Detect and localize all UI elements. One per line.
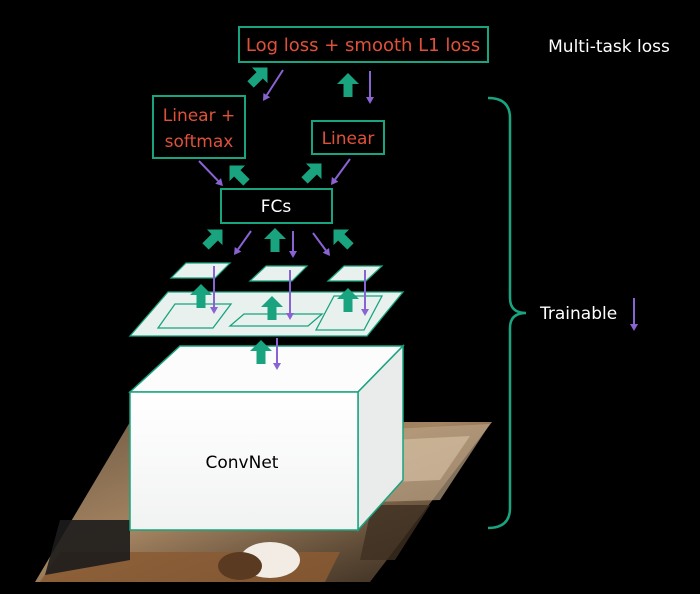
down-arrow-icon [234,230,252,255]
linear-label: Linear [322,129,375,149]
down-arrow-icon [273,338,281,370]
trainable-label: Trainable [539,304,617,324]
down-arrow-icon [361,270,369,316]
up-arrow-icon [190,284,212,308]
roi-box-middle [228,313,324,327]
linear-softmax-label-line1: Linear + [163,106,235,126]
up-arrow-icon [261,296,283,320]
up-arrow-icon [202,229,223,250]
loss-box: Log loss + smooth L1 loss [238,26,489,63]
roi-box-right [314,295,384,331]
convnet-label: ConvNet [206,453,279,473]
linear-softmax-box: Linear + softmax [152,95,246,159]
roi-box-left [156,303,233,329]
down-arrow-icon [210,266,218,314]
up-arrow-icon [229,165,250,186]
roi-pool-middle [248,265,309,282]
arrows-layer [190,67,638,370]
down-arrow-icon [331,158,351,185]
roi-pool-right [326,265,384,282]
fcs-box: FCs [220,188,333,224]
down-arrow-icon [312,232,330,256]
linear-softmax-label-line2: softmax [165,132,234,152]
loss-box-label: Log loss + smooth L1 loss [246,35,480,56]
down-arrow-icon [263,69,284,101]
down-arrow-icon [289,231,297,258]
up-arrow-icon [247,67,268,88]
down-arrow-icon [366,71,374,104]
up-arrow-icon [264,228,286,252]
trainable-down-arrow-icon [630,298,638,331]
linear-box: Linear [311,120,385,155]
feature-map-plane [128,291,405,337]
down-arrow-icon [198,160,223,186]
down-arrow-icon [286,270,294,320]
convnet-block: ConvNet [128,344,405,532]
roi-pooled-features [169,262,384,282]
multitask-loss-label: Multi-task loss [548,37,670,57]
up-arrow-icon [337,73,359,97]
up-arrow-icon [337,288,359,312]
roi-pool-left [169,262,232,279]
fcs-label: FCs [261,197,292,217]
up-arrow-icon [333,229,354,250]
up-arrow-icon [250,340,272,364]
trainable-brace [487,96,527,530]
up-arrow-icon [301,163,322,184]
